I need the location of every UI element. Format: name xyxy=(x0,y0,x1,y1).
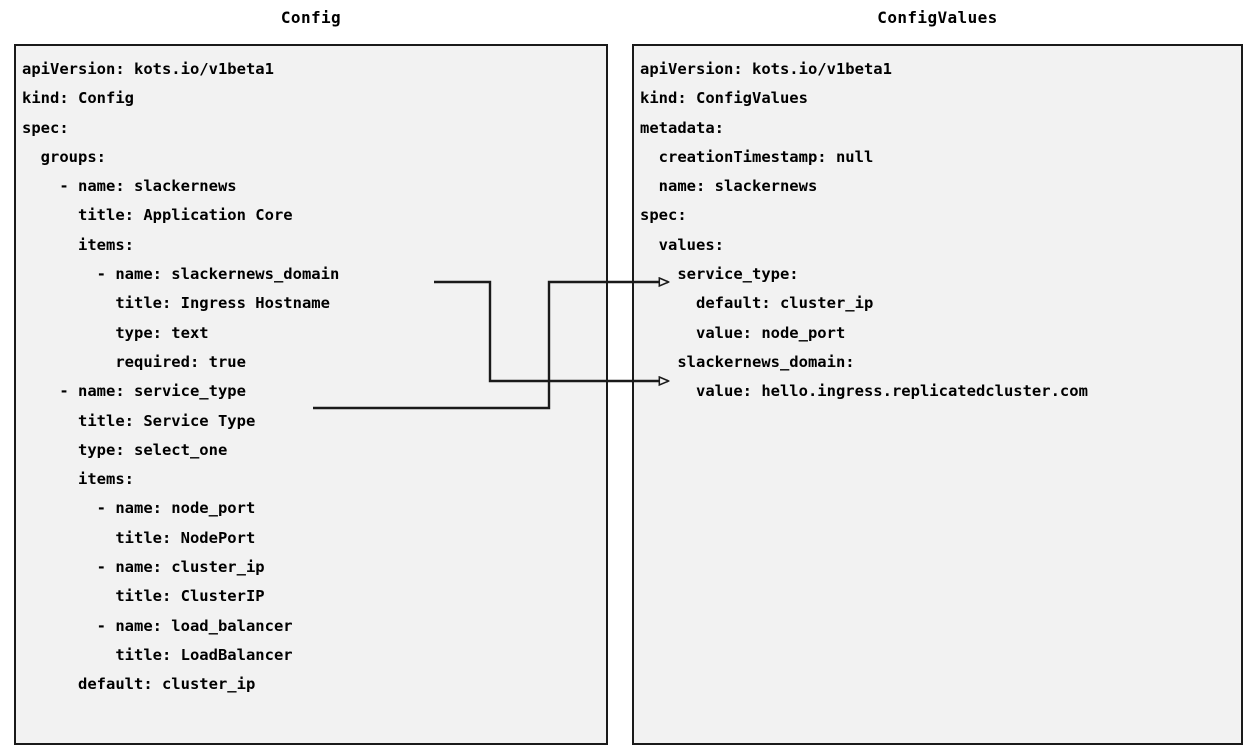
configvalues-panel: apiVersion: kots.io/v1beta1 kind: Config… xyxy=(632,44,1243,745)
configvalues-panel-title: ConfigValues xyxy=(877,8,998,27)
configvalues-yaml-text: apiVersion: kots.io/v1beta1 kind: Config… xyxy=(640,60,1088,401)
config-yaml-text: apiVersion: kots.io/v1beta1 kind: Config… xyxy=(22,60,340,694)
config-panel: apiVersion: kots.io/v1beta1 kind: Config… xyxy=(14,44,608,745)
config-panel-title: Config xyxy=(280,8,342,27)
